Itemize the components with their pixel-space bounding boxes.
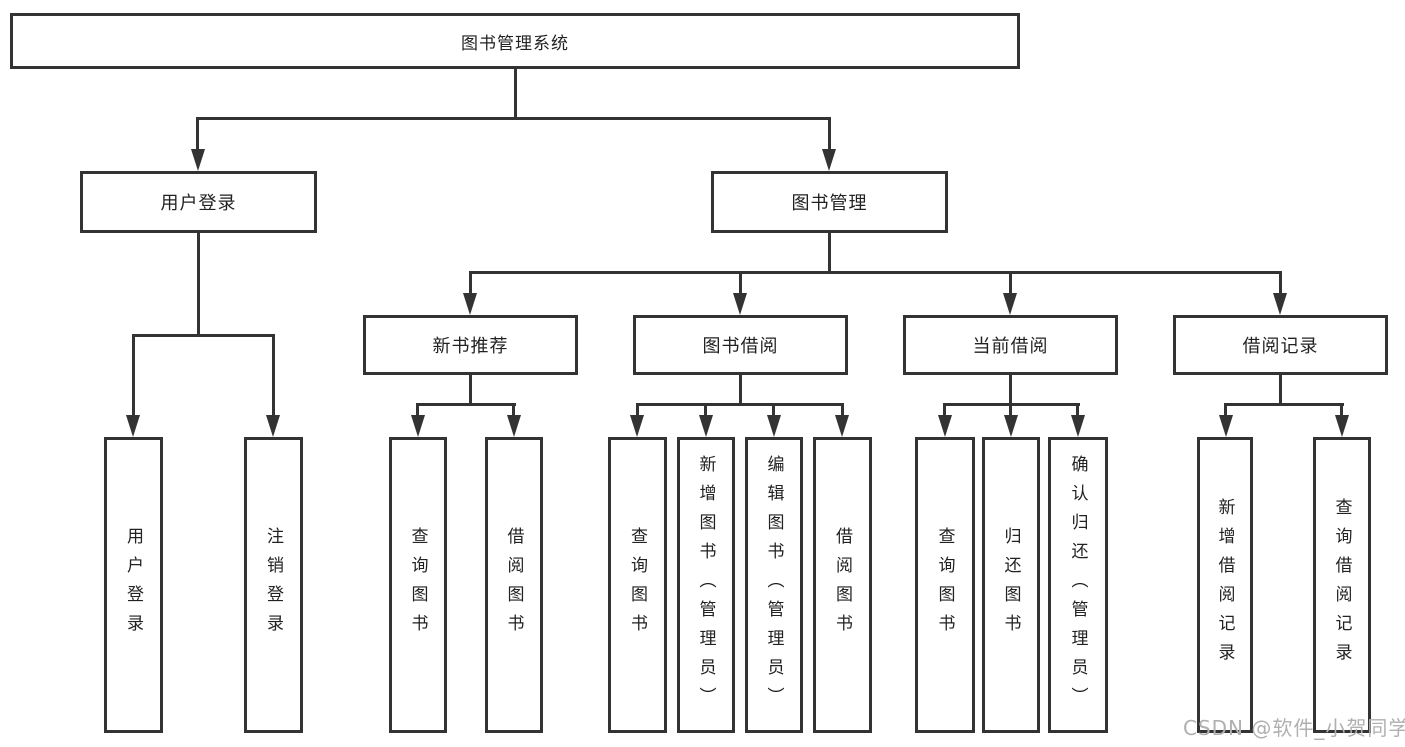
connector-stem [739,375,742,405]
connector-rail [1224,403,1344,406]
leaf-query-books-3-label: 查询图书 [934,527,955,643]
leaf-edit-book-admin-label: 编辑图书（管理员） [763,454,784,716]
leaf-query-books-2-label: 查询图书 [627,527,647,643]
arrow-down-icon [191,149,205,171]
connector-rail [416,403,516,406]
connector-root-stem [514,69,517,118]
leaf-query-borrow-record: 查询借阅记录 [1313,437,1371,733]
connector-stem [828,117,831,151]
leaf-return-book: 归还图书 [982,437,1040,733]
leaf-query-books-1: 查询图书 [389,437,447,733]
connector-stem [636,403,639,417]
leaf-user-login: 用户登录 [104,437,163,733]
node-borrow-record: 借阅记录 [1173,315,1388,375]
connector-stem [469,271,472,295]
connector-rail [636,403,844,406]
connector-stem [512,403,515,417]
node-borrow-record-label: 借阅记录 [1242,336,1319,357]
node-user-login: 用户登录 [80,171,317,233]
leaf-confirm-return-admin: 确认归还（管理员） [1048,437,1108,733]
leaf-query-books-2: 查询图书 [608,437,667,733]
connector-stem [196,117,199,151]
connector-stem [841,403,844,417]
leaf-borrow-books-1-label: 借阅图书 [503,527,524,643]
connector-stem [739,271,742,295]
connector-stem [943,403,946,417]
node-current-borrow-label: 当前借阅 [972,336,1049,357]
connector-stem [1279,375,1282,405]
arrow-down-icon [822,149,836,171]
node-user-login-label: 用户登录 [160,193,237,214]
node-book-management: 图书管理 [711,171,948,233]
connector-stem [1076,403,1079,417]
leaf-logout-label: 注销登录 [263,527,283,643]
leaf-edit-book-admin: 编辑图书（管理员） [745,437,803,733]
arrow-down-icon [1335,415,1349,437]
node-book-borrow: 图书借阅 [633,315,848,375]
connector-stem [197,233,200,336]
arrow-down-icon [733,293,747,315]
connector-stem [704,403,707,417]
leaf-return-book-label: 归还图书 [1000,527,1021,643]
arrow-down-icon [835,415,849,437]
connector-stem [272,334,275,417]
arrow-down-icon [938,415,952,437]
arrow-down-icon [1004,415,1018,437]
arrow-down-icon [507,415,521,437]
arrow-down-icon [1273,293,1287,315]
leaf-borrow-books-2-label: 借阅图书 [832,527,852,643]
leaf-confirm-return-admin-label: 确认归还（管理员） [1067,454,1088,716]
leaf-query-books-1-label: 查询图书 [407,527,428,643]
node-book-borrow-label: 图书借阅 [702,336,779,357]
arrow-down-icon [1003,293,1017,315]
connector-stem [1279,271,1282,295]
connector-stem [828,233,831,273]
connector-stem [772,403,775,417]
arrow-down-icon [463,293,477,315]
connector-stem [1009,375,1012,405]
leaf-borrow-books-1: 借阅图书 [485,437,543,733]
arrow-down-icon [266,415,280,437]
arrow-down-icon [1219,415,1233,437]
arrow-down-icon [411,415,425,437]
connector-stem [132,334,135,417]
connector-stem [416,403,419,417]
leaf-add-borrow-record-label: 新增借阅记录 [1214,498,1235,672]
arrow-down-icon [699,415,713,437]
node-current-borrow: 当前借阅 [903,315,1118,375]
connector-stem [1009,403,1012,417]
csdn-watermark: CSDN @软件_小贺同学 [1183,716,1405,740]
connector-stem [1340,403,1343,417]
connector-stem [1009,271,1012,295]
connector-rail [132,334,275,337]
arrow-down-icon [630,415,644,437]
leaf-add-borrow-record: 新增借阅记录 [1197,437,1253,733]
leaf-borrow-books-2: 借阅图书 [813,437,872,733]
leaf-query-borrow-record-label: 查询借阅记录 [1331,498,1352,672]
leaf-user-login-label: 用户登录 [123,527,143,643]
arrow-down-icon [767,415,781,437]
arrow-down-icon [126,415,140,437]
leaf-add-book-admin: 新增图书（管理员） [677,437,735,733]
leaf-logout: 注销登录 [244,437,303,733]
node-root: 图书管理系统 [10,13,1020,69]
leaf-query-books-3: 查询图书 [915,437,975,733]
connector-stem [1224,403,1227,417]
connector-stem [469,375,472,405]
arrow-down-icon [1071,415,1085,437]
connector-rail [469,271,1282,274]
connector-root-rail [197,117,831,120]
connector-rail [944,403,1080,406]
node-root-label: 图书管理系统 [461,33,569,54]
node-new-book-recommend: 新书推荐 [363,315,578,375]
node-new-book-recommend-label: 新书推荐 [432,336,509,357]
leaf-add-book-admin-label: 新增图书（管理员） [695,454,716,716]
node-book-management-label: 图书管理 [791,193,868,214]
